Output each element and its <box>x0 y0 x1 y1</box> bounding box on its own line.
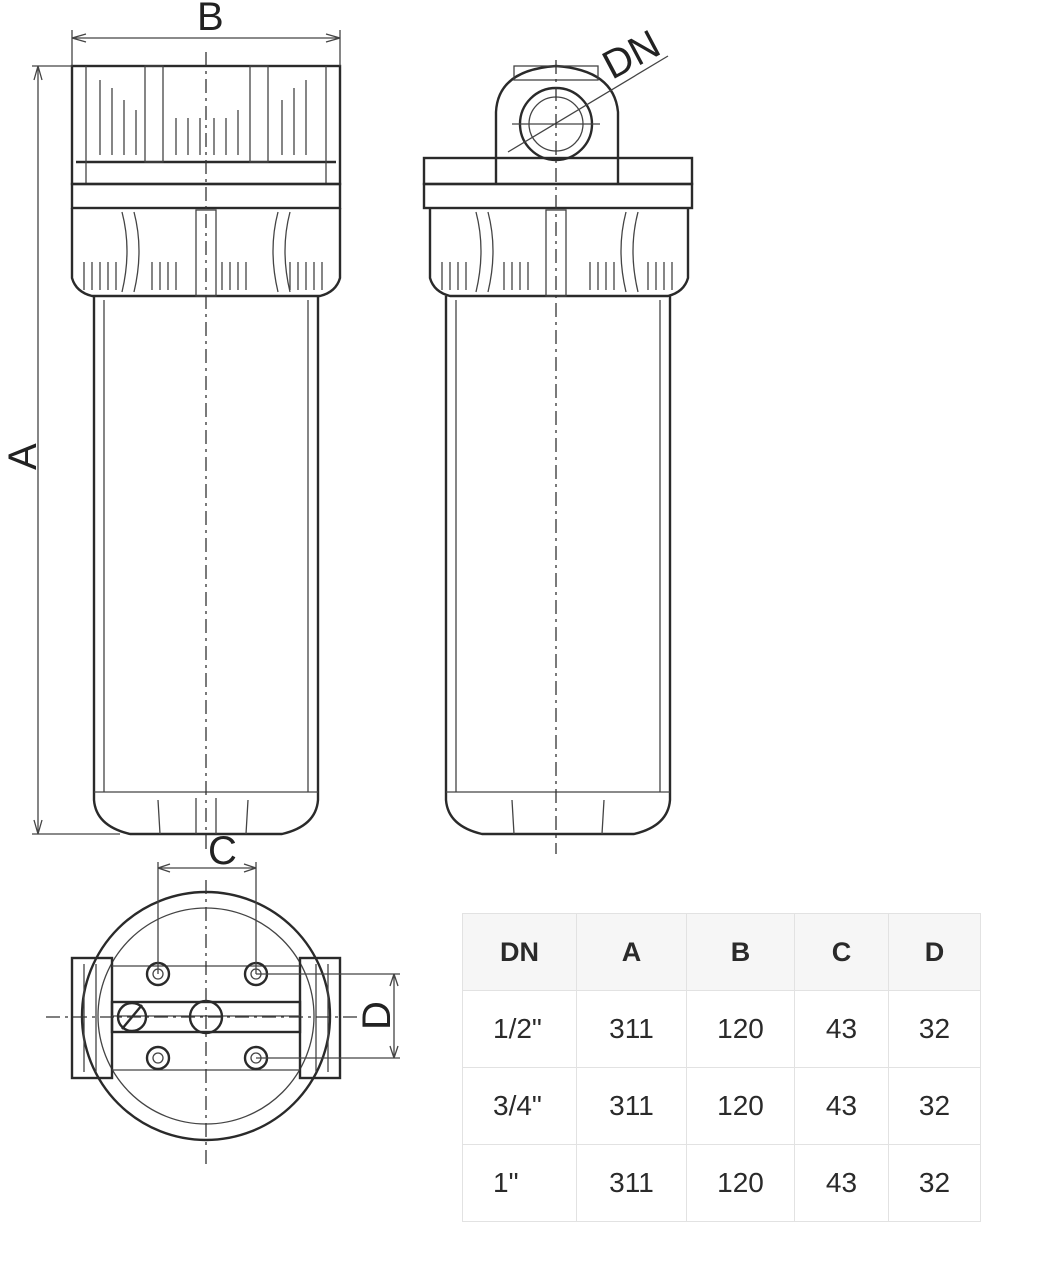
table-header-row: DN A B C D <box>462 913 981 991</box>
ring-grips <box>83 209 323 297</box>
cell-a: 311 <box>576 1144 687 1222</box>
label-d: D <box>355 1001 399 1030</box>
front-view <box>70 52 342 850</box>
cell-d: 32 <box>888 1144 981 1222</box>
header-dn: DN <box>462 913 577 991</box>
dimension-c: C <box>157 829 257 974</box>
cell-a: 311 <box>576 990 687 1068</box>
table-row: 1" 311 120 43 32 <box>462 1144 981 1222</box>
cell-b: 120 <box>686 1067 795 1145</box>
table-row: 1/2" 311 120 43 32 <box>462 990 981 1068</box>
dimension-a: A <box>1 65 120 835</box>
label-a: A <box>1 443 45 470</box>
dimensions-table: DN A B C D 1/2" 311 120 43 32 3/4" 311 1… <box>462 913 981 1222</box>
dimension-d: D <box>256 973 400 1059</box>
cell-dn: 3/4" <box>462 1067 577 1145</box>
cell-a: 311 <box>576 1067 687 1145</box>
cell-c: 43 <box>794 1067 889 1145</box>
side-view: DN <box>422 22 694 854</box>
header-c: C <box>794 913 889 991</box>
side-ring-grips <box>441 209 673 297</box>
cell-d: 32 <box>888 1067 981 1145</box>
dimension-b: B <box>71 0 341 66</box>
label-b: B <box>197 0 224 39</box>
header-d: D <box>888 913 981 991</box>
table-row: 3/4" 311 120 43 32 <box>462 1067 981 1145</box>
cell-b: 120 <box>686 990 795 1068</box>
cap-ribs <box>99 80 307 155</box>
label-c: C <box>208 829 237 873</box>
top-view <box>46 880 360 1164</box>
cell-dn: 1/2" <box>462 990 577 1068</box>
cell-b: 120 <box>686 1144 795 1222</box>
cell-dn: 1" <box>462 1144 577 1222</box>
cell-c: 43 <box>794 1144 889 1222</box>
cell-c: 43 <box>794 990 889 1068</box>
header-a: A <box>576 913 687 991</box>
label-dn: DN <box>596 22 668 88</box>
cell-d: 32 <box>888 990 981 1068</box>
header-b: B <box>686 913 795 991</box>
